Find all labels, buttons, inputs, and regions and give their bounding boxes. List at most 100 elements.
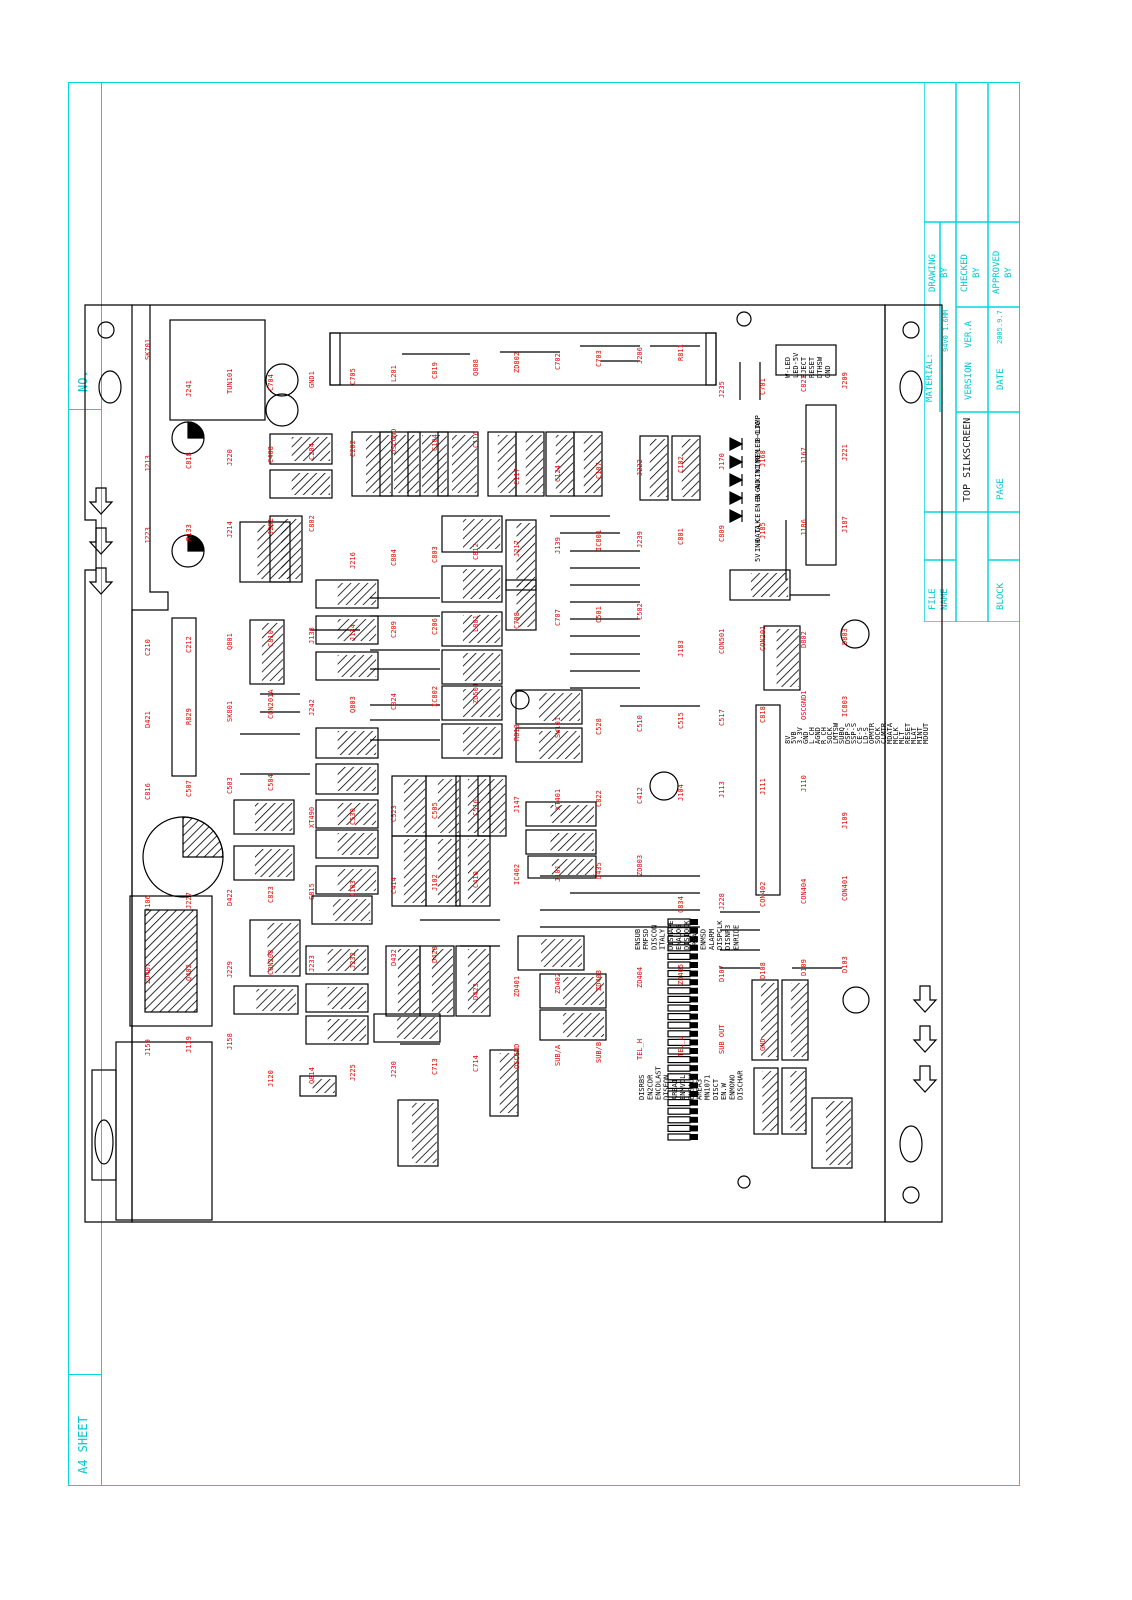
component-designator: OSCGND bbox=[390, 429, 398, 454]
component-designator: Q803 bbox=[349, 696, 357, 713]
component-designator: SUB/A bbox=[554, 1044, 562, 1066]
component-block bbox=[233, 799, 295, 835]
component-designator: D428 bbox=[431, 946, 439, 963]
component-designator: J147 bbox=[513, 796, 521, 813]
connector-pin-label: MCLK bbox=[892, 726, 900, 744]
component-block bbox=[299, 1075, 337, 1097]
component-block bbox=[505, 579, 537, 631]
component-block bbox=[527, 855, 597, 879]
component-designator: R811 bbox=[677, 344, 685, 361]
component-designator: C202 bbox=[349, 440, 357, 457]
component-designator: J120 bbox=[267, 1070, 275, 1087]
component-designator: SK801 bbox=[226, 701, 234, 722]
tuner-box bbox=[169, 319, 266, 421]
component-designator: C707 bbox=[554, 609, 562, 626]
component-designator: ZD402 bbox=[554, 973, 562, 994]
connector-pin-label: GND bbox=[824, 365, 832, 378]
signal-label: DISPCLK bbox=[716, 920, 724, 950]
component-designator: D432 bbox=[390, 949, 398, 966]
component-designator: L201 bbox=[390, 365, 398, 382]
component-designator: C816 bbox=[144, 783, 152, 800]
component-designator: J235 bbox=[718, 381, 726, 398]
con404 bbox=[775, 344, 837, 376]
component-designator: C530 bbox=[349, 808, 357, 825]
component-block bbox=[539, 1009, 607, 1041]
a4-box bbox=[68, 1374, 102, 1486]
component-designator: C708 bbox=[513, 612, 521, 629]
component-designator: C503 bbox=[226, 777, 234, 794]
connector-pin-label: MLT bbox=[898, 731, 906, 744]
mount-hole bbox=[902, 1186, 920, 1204]
component-designator: TEL_H bbox=[636, 1039, 644, 1060]
component-block bbox=[373, 1013, 441, 1043]
component-block bbox=[441, 565, 503, 603]
component-designator: ZD404 bbox=[636, 967, 644, 988]
component-designator: C818 bbox=[185, 452, 193, 469]
component-block bbox=[315, 763, 379, 795]
component-designator: J225 bbox=[349, 1064, 357, 1081]
down-arrow-icon bbox=[912, 985, 938, 1013]
component-designator: J111 bbox=[759, 778, 767, 795]
component-designator: C507 bbox=[185, 780, 193, 797]
connector-pin-label: EJECT bbox=[800, 356, 808, 378]
component-designator: C809 bbox=[718, 525, 726, 542]
connector-pin-label: DTHSW bbox=[816, 356, 824, 378]
component-designator: C818 bbox=[759, 706, 767, 723]
ic801 bbox=[171, 617, 197, 777]
component-designator: R829 bbox=[185, 708, 193, 725]
component-designator: ZD401 bbox=[513, 976, 521, 997]
component-designator: J104 bbox=[677, 784, 685, 801]
component-designator: C124 bbox=[554, 465, 562, 482]
connector-pin-label: INH bbox=[754, 539, 762, 552]
component-block bbox=[781, 979, 809, 1061]
mount-hole bbox=[842, 986, 870, 1014]
connector-pin-label: GND bbox=[754, 479, 762, 492]
component-designator: J187 bbox=[841, 516, 849, 533]
component-designator: D435 bbox=[595, 862, 603, 879]
signal-label: ENCDLAST bbox=[655, 1065, 663, 1100]
component-designator: C210 bbox=[144, 639, 152, 656]
signal-label: DISTAPE bbox=[667, 920, 675, 950]
connector-pin-label: CLK bbox=[754, 519, 762, 532]
con402 bbox=[805, 404, 837, 566]
component-designator: J229 bbox=[226, 961, 234, 978]
component-block bbox=[525, 829, 597, 855]
component-block bbox=[441, 685, 503, 721]
component-designator: J233 bbox=[308, 955, 316, 972]
mount-hole bbox=[510, 690, 530, 710]
component-designator: J113 bbox=[718, 781, 726, 798]
component-designator: D423 bbox=[472, 983, 480, 1000]
component-designator: GND bbox=[759, 1038, 767, 1051]
display-rail bbox=[329, 332, 717, 386]
component-designator: J206 bbox=[636, 347, 644, 364]
component-designator: J106 bbox=[144, 895, 152, 912]
connector-pin-label: LED-C bbox=[754, 431, 762, 452]
component-block bbox=[441, 611, 503, 647]
connector-pin-label: GND bbox=[802, 731, 810, 744]
component-designator: L801 bbox=[472, 615, 480, 632]
jumper-pad bbox=[667, 1107, 691, 1115]
component-designator: J201 bbox=[267, 518, 275, 535]
component-block bbox=[525, 801, 597, 827]
component-designator: J134 bbox=[349, 624, 357, 641]
component-designator: ZD802 bbox=[513, 352, 521, 373]
component-designator: J186 bbox=[800, 519, 808, 536]
jumper-pad bbox=[667, 1021, 691, 1029]
jumper-pad bbox=[667, 1064, 691, 1072]
signal-label: ENSAUX bbox=[687, 1074, 695, 1100]
component-block bbox=[269, 515, 303, 583]
signal-label: ITALY bbox=[659, 928, 667, 950]
title-block: DRAWING BY CHECKED BY APPROVED BY MATERI… bbox=[924, 82, 1020, 622]
component-designator: C410 bbox=[472, 871, 480, 888]
signal-label: MN1071 bbox=[704, 1075, 712, 1100]
component-designator: C713 bbox=[431, 1058, 439, 1075]
down-arrow-icon bbox=[912, 1025, 938, 1053]
mount-hole-oval bbox=[899, 370, 923, 404]
mount-hole bbox=[840, 619, 870, 649]
component-block bbox=[515, 727, 583, 763]
component-designator: C714 bbox=[472, 1055, 480, 1072]
component-designator: D109 bbox=[800, 959, 808, 976]
component-designator: J101 bbox=[554, 865, 562, 882]
diode-icon bbox=[729, 455, 744, 469]
